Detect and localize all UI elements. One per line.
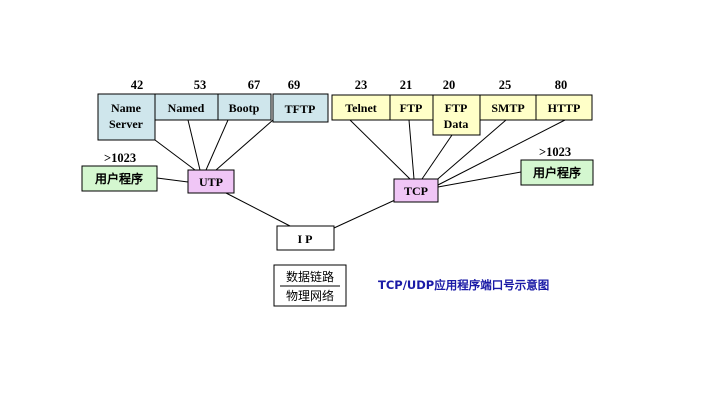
port-bootp: 67: [248, 78, 261, 92]
edge-udp-ip: [225, 192, 291, 227]
edge-telnet-tcp: [349, 119, 411, 180]
port-tcp-user: >1023: [539, 145, 571, 159]
port-ftp: 21: [400, 78, 413, 92]
edge-http-tcp: [435, 119, 566, 187]
name-server-label-line1: Name: [111, 101, 142, 115]
bootp-box: Bootp: [217, 93, 272, 121]
telnet-box: Telnet: [331, 94, 391, 121]
edge-nameserver-udp: [154, 139, 196, 171]
physical-layer-label: 物理网络: [286, 288, 334, 303]
named-label: Named: [168, 101, 205, 115]
udp-label: UTP: [199, 175, 223, 189]
tcp-label: TCP: [404, 184, 428, 198]
edge-userprog-udp: [156, 177, 189, 183]
name-server-label-line2: Server: [109, 117, 144, 131]
port-tftp: 69: [288, 78, 301, 92]
ftp-box: FTP: [389, 94, 434, 121]
udp-applications: Name Server Named Bootp TFTP: [97, 93, 329, 141]
edge-ftp-tcp: [408, 119, 415, 180]
edge-bootp-udp: [205, 119, 229, 171]
ftp-data-box: FTP Data: [432, 94, 481, 136]
link-layer-label: 数据链路: [286, 269, 334, 284]
port-udp-user: >1023: [104, 151, 136, 165]
ip-box: I P: [276, 225, 335, 251]
edge-smtp-tcp: [431, 119, 507, 185]
user-program-left-label: 用户程序: [94, 171, 143, 186]
ip-label: I P: [298, 232, 313, 246]
ftp-data-label-line1: FTP: [445, 101, 468, 115]
smtp-label: SMTP: [491, 101, 524, 115]
http-box: HTTP: [535, 94, 593, 121]
ftp-label: FTP: [400, 101, 423, 115]
name-server-box: Name Server: [97, 93, 156, 141]
tftp-label: TFTP: [285, 102, 316, 116]
edge-named-udp: [187, 119, 201, 171]
user-program-left-box: 用户程序: [81, 165, 158, 192]
port-telnet: 23: [355, 78, 368, 92]
port-smtp: 25: [499, 78, 512, 92]
port-ftp-data: 20: [443, 78, 456, 92]
edge-tcp-ip: [333, 199, 396, 229]
tftp-box: TFTP: [272, 93, 329, 123]
telnet-label: Telnet: [345, 101, 377, 115]
edge-ftpdata-tcp: [421, 134, 453, 180]
port-name-server: 42: [131, 78, 144, 92]
bootp-label: Bootp: [229, 101, 260, 115]
tcp-applications: Telnet FTP FTP Data SMTP HTTP: [331, 94, 593, 136]
diagram-title: TCP/UDP应用程序端口号示意图: [378, 278, 549, 292]
tcp-box: TCP: [393, 178, 439, 203]
network-layer-box: 数据链路 物理网络: [273, 264, 347, 307]
port-http: 80: [555, 78, 568, 92]
udp-box: UTP: [187, 169, 235, 194]
edge-userprog-tcp: [437, 171, 522, 188]
connection-lines: [154, 119, 566, 229]
port-numbers: 42 53 67 69 23 21 20 25 80 >1023 >1023: [104, 78, 571, 165]
named-box: Named: [154, 93, 219, 121]
smtp-box: SMTP: [479, 94, 537, 121]
user-program-right-label: 用户程序: [532, 165, 581, 180]
ftp-data-label-line2: Data: [444, 117, 469, 131]
user-program-right-box: 用户程序: [520, 159, 594, 186]
http-label: HTTP: [548, 101, 581, 115]
port-named: 53: [194, 78, 207, 92]
edge-tftp-udp: [215, 119, 274, 171]
